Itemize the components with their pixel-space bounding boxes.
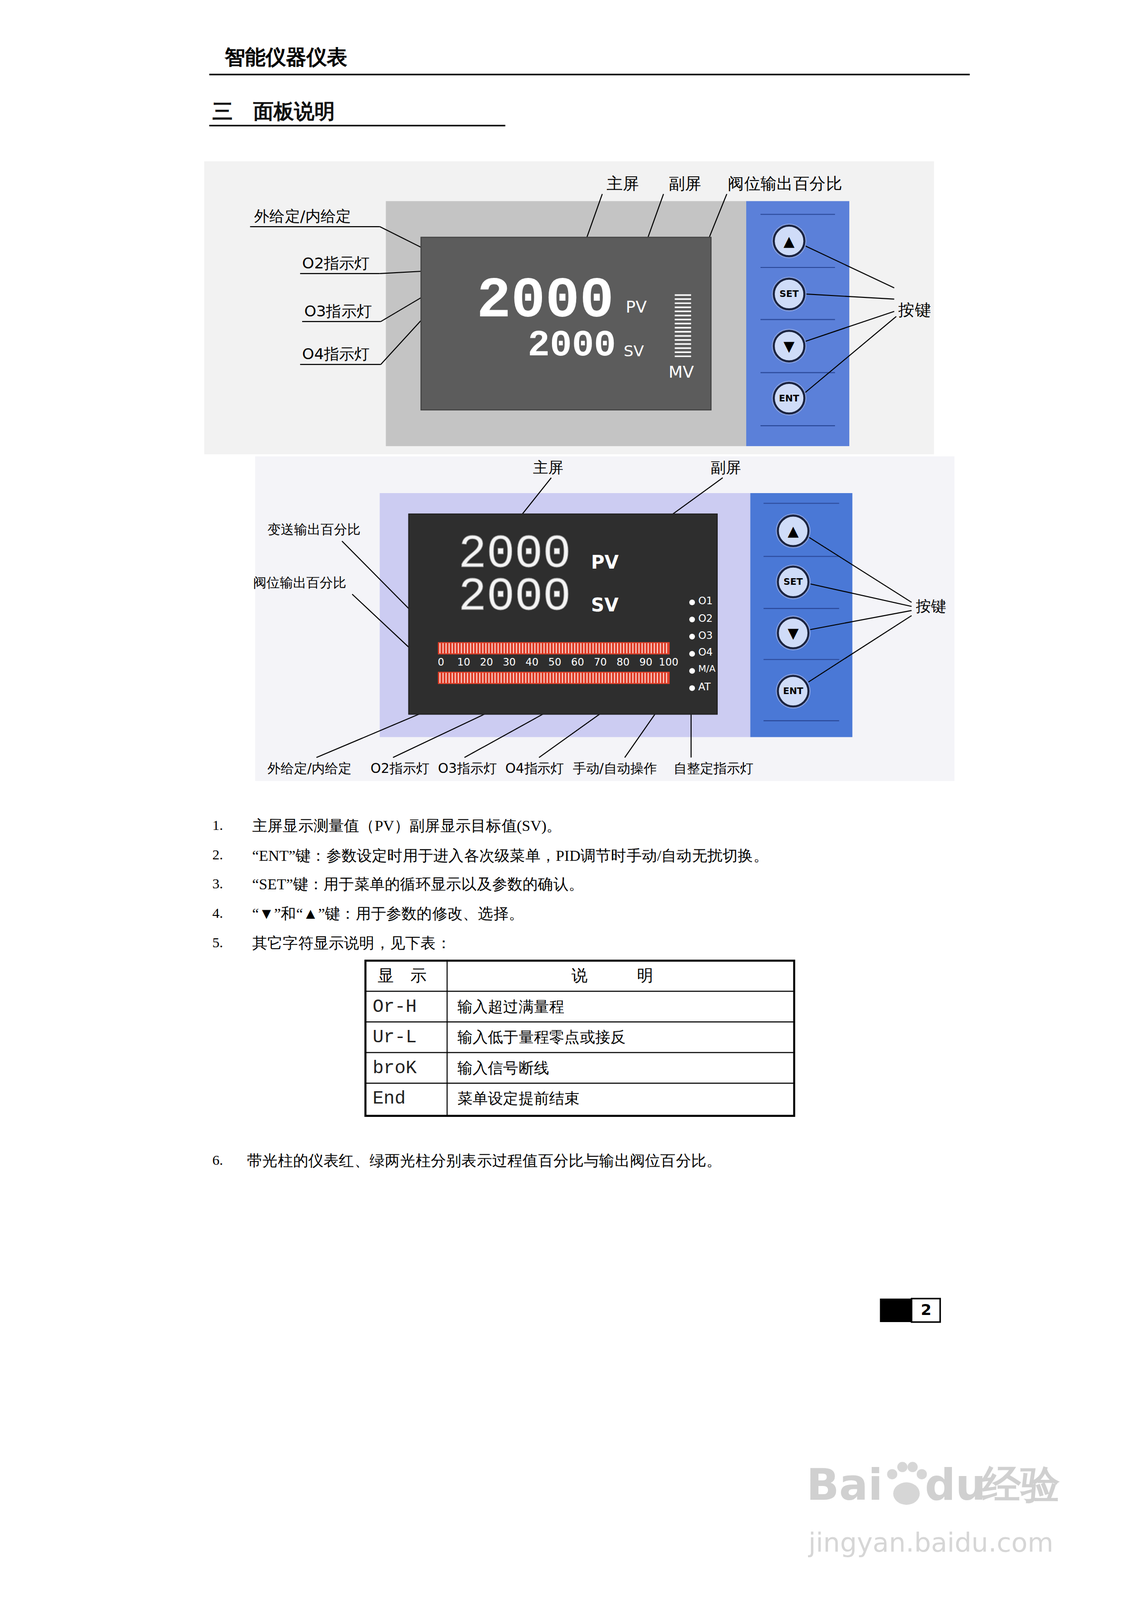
watermark: 经验 [981,1461,1060,1509]
section-title: 三 面板说明 [212,98,335,124]
display-tag: MV [668,364,694,381]
scale-number: 20 [480,657,494,668]
callout-label: 手动/自动操作 [572,760,657,777]
display-digits: 2000 [527,327,617,365]
table-cell: End [372,1088,406,1111]
callout-label: 阀位输出百分比 [727,173,843,193]
key-label: ▼ [779,618,808,647]
table-header: 显 示 [377,965,427,986]
table-cell: broK [372,1057,417,1080]
key-button: ▼ [772,329,806,363]
scale-number: 70 [593,657,607,668]
scale-number: 90 [639,657,653,668]
scale-number: 10 [457,657,471,668]
callout-label: 阀位输出百分比 [253,574,347,591]
display-tag: SV [590,596,619,615]
scale-number: 80 [616,657,630,668]
table-cell: 输入信号断线 [457,1058,550,1078]
list-text: “ENT”键：参数设定时用于进入各次级菜单，PID调节时手动/自动无扰切换。 [252,846,769,865]
key-label: ▲ [774,226,804,256]
display-digits: 2000 [458,573,571,621]
callout-label: 按键 [898,300,932,320]
display-tag: PV [625,299,647,316]
key-button: SET [776,565,810,599]
callout-label: 按键 [915,597,947,616]
list-number: 5. [212,934,224,952]
key-button: ▲ [772,224,806,258]
scale-number: 50 [548,657,561,668]
table-cell: Ur-L [372,1026,417,1049]
callout-label: O3指示灯 [304,302,372,321]
indicator-name: O4 [698,647,713,658]
watermark: jingyan.baidu.com [808,1527,1054,1559]
scale-number: 30 [502,657,516,668]
list-text: “SET”键：用于菜单的循环显示以及参数的确认。 [252,874,584,894]
callout-label: O4指示灯 [505,760,565,777]
watermark: du [924,1459,987,1512]
key-label: SET [774,279,804,309]
list-number: 1. [212,817,224,835]
table-cell: 菜单设定提前结束 [457,1089,580,1108]
indicator-name: M/A [698,664,716,674]
key-button: ▲ [776,514,810,548]
indicator-name: O1 [698,596,713,607]
list-number: 6. [212,1152,224,1170]
list-text: 主屏显示测量值（PV）副屏显示目标值(SV)。 [252,816,562,836]
callout-label: O2指示灯 [302,254,371,273]
callout-label: O2指示灯 [370,760,430,777]
list-number: 2. [212,847,224,865]
page-number: 2 [920,1300,932,1320]
key-button: SET [772,277,806,311]
table-cell: 输入超过满量程 [457,997,565,1017]
key-label: ENT [779,676,808,706]
key-button: ENT [776,674,810,708]
display-screen: 2000PV2000SVO1O2O3O4M/AAT010203040506070… [408,513,718,715]
list-text: 其它字符显示说明，见下表： [252,933,452,953]
callout-label: O4指示灯 [302,344,371,364]
key-label: ENT [774,383,804,413]
callout-label: 副屏 [710,458,742,477]
callout-label: 外给定/内给定 [267,760,352,777]
display-digits: 2000 [458,530,571,578]
callout-label: 主屏 [532,458,564,477]
table-cell: Or-H [372,996,417,1018]
list-text: “▼”和“▲”键：用于参数的修改、选择。 [252,904,524,923]
watermark: Bai [806,1459,884,1512]
display-screen: 2000PV2000SVMV [420,237,712,411]
indicator-name: O3 [698,630,713,641]
list-number: 4. [212,905,224,923]
key-label: SET [779,567,808,597]
scale-number: 60 [570,657,584,668]
callout-label: 主屏 [606,173,640,193]
key-label: ▼ [774,331,804,361]
table-cell: 输入低于量程零点或接反 [457,1027,627,1047]
display-tag: SV [623,343,645,360]
indicator-name: AT [698,682,711,693]
list-text: 带光柱的仪表红、绿两光柱分别表示过程值百分比与输出阀位百分比。 [247,1151,722,1170]
key-button: ENT [772,381,806,415]
callout-label: 自整定指示灯 [673,760,754,777]
key-button: ▼ [776,616,810,650]
callout-label: 外给定/内给定 [254,207,352,226]
callout-label: 副屏 [668,173,702,193]
callout-label: O3指示灯 [437,760,497,777]
scale-number: 100 [658,657,679,668]
scale-number: 0 [437,657,445,668]
running-head: 智能仪器仪表 [224,45,348,70]
display-digits: 2000 [476,272,615,330]
indicator-name: O2 [698,613,713,624]
key-label: ▲ [779,516,808,545]
callout-label: 变送输出百分比 [267,521,361,538]
scale-number: 40 [525,657,539,668]
list-number: 3. [212,875,224,894]
table-header: 说 明 [571,965,654,986]
display-tag: PV [590,553,619,572]
